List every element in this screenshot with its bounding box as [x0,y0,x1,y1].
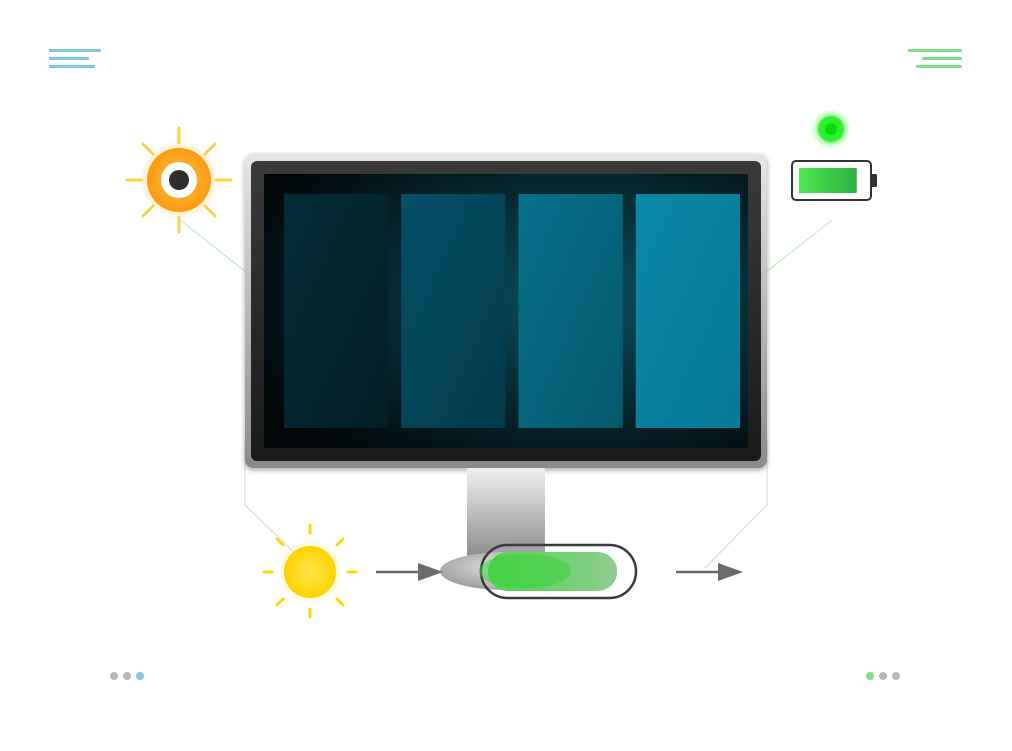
charge-bar [479,543,638,600]
pagination-dot[interactable] [866,672,874,680]
menu-right-line-2 [922,57,962,60]
menu-left-line-1 [49,49,101,52]
connector-lines [179,219,833,569]
screen-panels [284,194,740,428]
screen-panel-2 [401,194,506,428]
menu-right-line-3 [916,65,962,68]
menu-right-line-1 [908,49,962,52]
pagination-right [866,672,900,680]
monitor [245,154,767,590]
menu-left-line-3 [49,65,95,68]
connector-monitor-output [704,440,768,569]
pagination-left [110,672,144,680]
pagination-dot[interactable] [892,672,900,680]
right-arrow-icon-out [676,563,743,581]
screen-panel-1 [284,194,389,428]
screen-panel-4 [635,194,740,428]
connector-battery-monitor [765,219,833,273]
pagination-dot[interactable] [123,672,131,680]
right-arrow-icon-in [376,563,443,581]
yellow-sun-icon [262,523,358,619]
glowing-green-led-icon [811,109,851,149]
monitor-stand-neck [467,468,545,556]
connector-monitor-sunlight [244,440,311,569]
battery-icon [791,160,877,201]
pagination-dot[interactable] [879,672,887,680]
pagination-dot[interactable] [136,672,144,680]
battery-level-fill [799,168,857,193]
screen-panel-3 [518,194,623,428]
orange-sun-icon [125,126,233,234]
menu-left-line-2 [49,57,89,60]
menu-left-icon[interactable] [49,49,103,71]
connector-sun-monitor [179,219,247,273]
menu-right-icon[interactable] [908,49,962,71]
pagination-dot[interactable] [110,672,118,680]
